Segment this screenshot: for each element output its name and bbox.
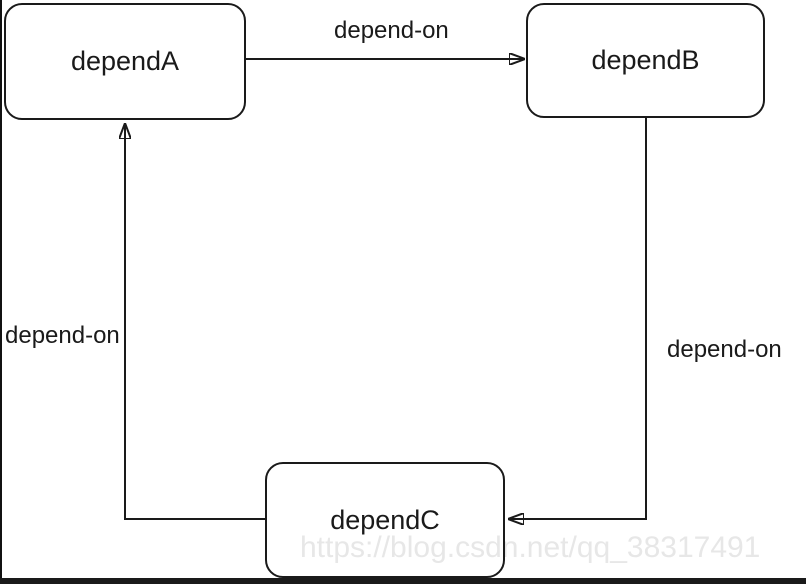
node-dependA-label: dependA [70, 46, 180, 76]
edge-dependB-to-dependC [510, 118, 647, 519]
node-dependA: dependA [4, 3, 246, 120]
node-dependB-label: dependB [591, 45, 700, 75]
left-frame-border [0, 0, 2, 584]
node-dependC-label: dependC [330, 504, 440, 535]
edge-label-c-to-a: depend-on [5, 322, 120, 349]
node-dependB: dependB [526, 3, 765, 118]
edge-label-a-to-b: depend-on [334, 17, 449, 44]
edge-label-b-to-c: depend-on [667, 336, 782, 363]
bottom-frame-border [0, 578, 806, 584]
edge-dependC-to-dependA [125, 125, 265, 520]
watermark: https://blog.csdn.net/qq_38317491 [300, 531, 761, 564]
node-dependC: dependC [265, 462, 505, 578]
